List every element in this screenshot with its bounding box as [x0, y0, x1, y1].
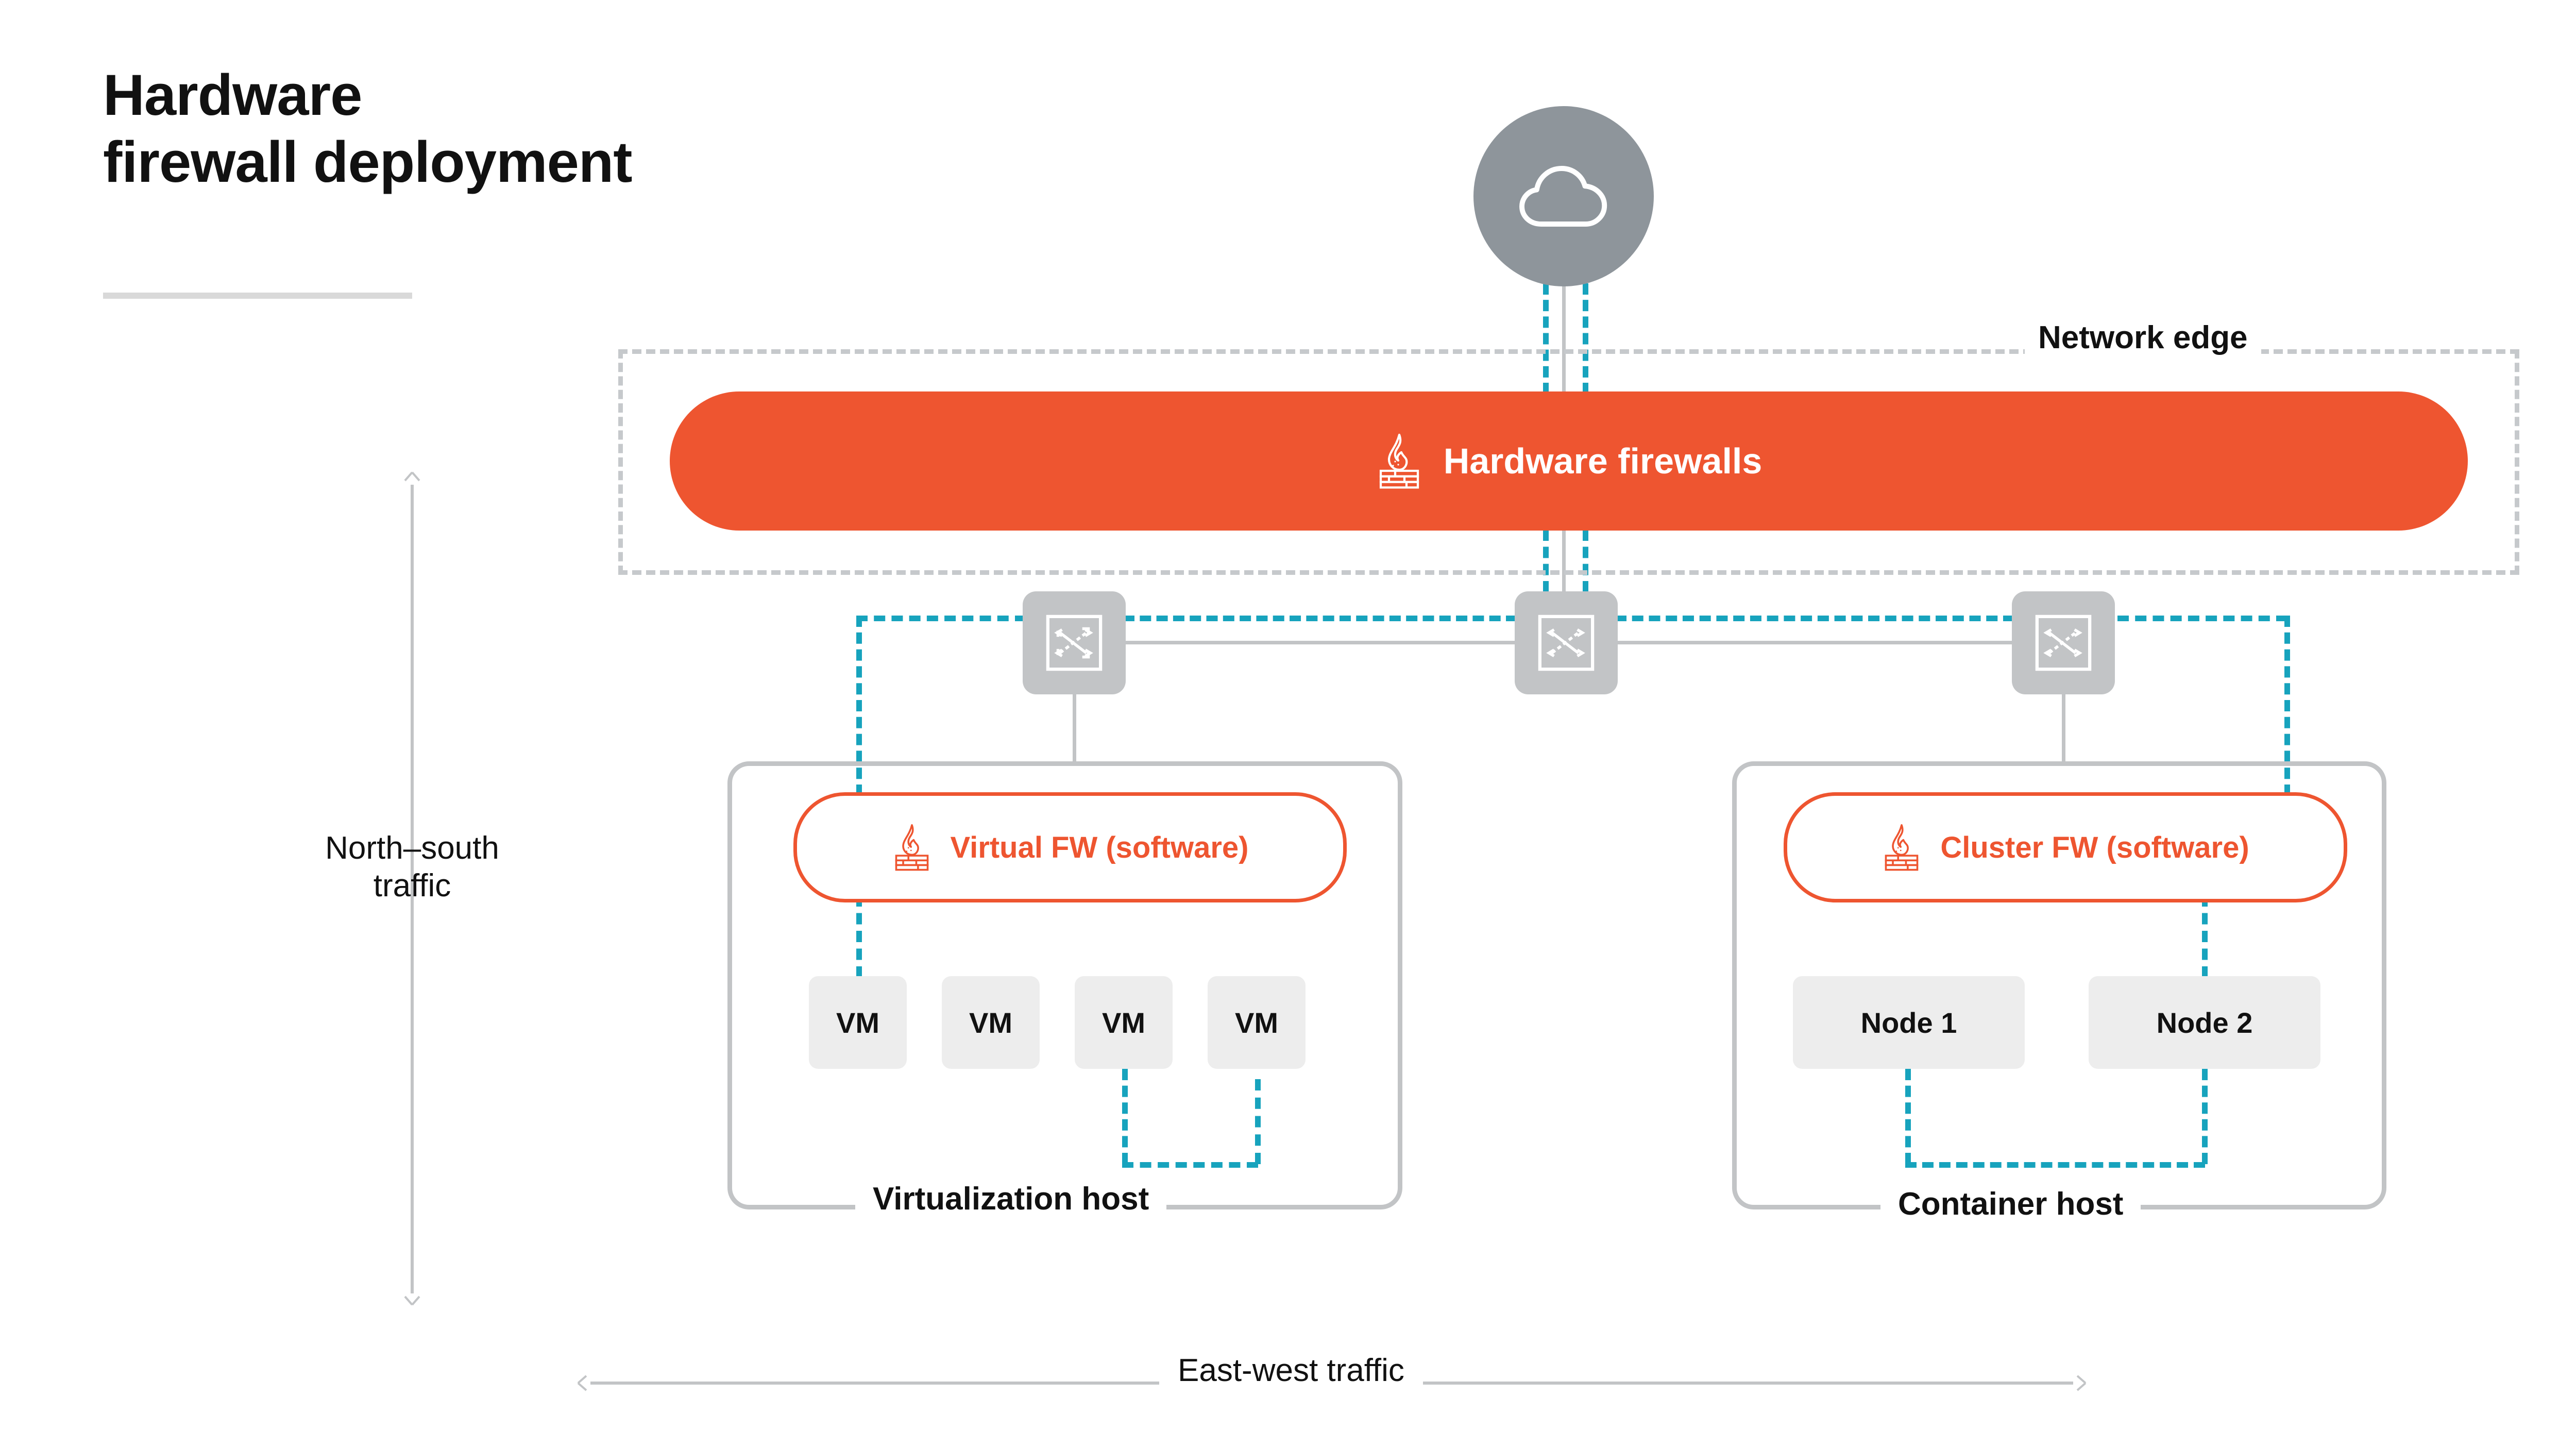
hardware-firewalls-label: Hardware firewalls [1443, 441, 1762, 481]
connector-vm4-down [1255, 1079, 1261, 1164]
ns-label-line-1: North–south [325, 830, 499, 866]
cluster-firewall-pill[interactable]: Cluster FW (software) [1784, 792, 2347, 902]
firewall-icon [1379, 433, 1419, 489]
arrow-up-icon [404, 471, 420, 482]
ns-label-line-2: traffic [373, 868, 451, 904]
connector-cluster-fw-dashed-top [2117, 616, 2287, 621]
node-box[interactable]: Node 1 [1793, 976, 2025, 1069]
firewall-icon [1885, 824, 1919, 871]
switch-right[interactable] [2012, 591, 2115, 694]
network-edge-region [618, 349, 2519, 575]
switch-middle[interactable] [1515, 591, 1618, 694]
vm-box[interactable]: VM [1208, 976, 1306, 1069]
vm-box[interactable]: VM [1075, 976, 1173, 1069]
connector-node1-down [1905, 1069, 1911, 1164]
axis-line [411, 485, 414, 1293]
east-west-traffic-label: East-west traffic [1159, 1352, 1423, 1389]
arrow-down-icon [404, 1295, 420, 1306]
connector-cloud-to-firewall-dashed-left [1543, 283, 1549, 394]
title-line-1: Hardware [103, 63, 362, 127]
connector-firewall-to-switch-dashed-left [1543, 530, 1549, 592]
connector-node1-node2-bridge [1905, 1162, 2205, 1168]
connector-cloud-to-firewall-dashed-right [1583, 283, 1588, 394]
node-box[interactable]: Node 2 [2089, 976, 2320, 1069]
connector-switch-left-to-virt-host [1073, 694, 1076, 762]
connector-vm3-vm4-bridge [1122, 1162, 1258, 1168]
connector-virt-fw-to-vm1 [856, 895, 862, 978]
firewall-icon [895, 824, 928, 871]
connector-virt-fw-dashed-top [856, 616, 1026, 621]
connector-switch-middle-to-right-dashed [1615, 616, 2014, 621]
north-south-traffic-label: North–south traffic [247, 829, 577, 905]
north-south-traffic-axis [402, 471, 422, 1306]
vm-box[interactable]: VM [942, 976, 1040, 1069]
arrow-left-icon [577, 1375, 587, 1391]
network-edge-label: Network edge [2025, 319, 2261, 356]
cloud-icon [1519, 166, 1607, 227]
cloud-node[interactable] [1473, 106, 1654, 286]
arrow-right-icon [2076, 1375, 2087, 1391]
virtualization-host-label: Virtualization host [855, 1181, 1167, 1217]
connector-switch-left-to-middle [1123, 641, 1517, 644]
connector-cluster-fw-to-node2 [2202, 895, 2208, 978]
connector-switch-middle-to-right [1615, 641, 2014, 644]
hardware-firewalls-bar[interactable]: Hardware firewalls [670, 391, 2468, 531]
connector-vm3-down [1122, 1069, 1128, 1164]
network-switch-icon [1046, 615, 1103, 671]
virtual-firewall-pill[interactable]: Virtual FW (software) [793, 792, 1347, 902]
connector-firewall-to-switch-middle [1562, 529, 1566, 594]
connector-firewall-to-switch-dashed-right [1583, 530, 1588, 592]
virtual-firewall-label: Virtual FW (software) [950, 830, 1249, 864]
connector-switch-left-to-middle-dashed [1123, 616, 1517, 621]
network-switch-icon [2035, 615, 2092, 671]
title-underline [103, 293, 412, 299]
connector-cloud-to-firewall [1562, 281, 1566, 397]
title-line-2: firewall deployment [103, 129, 633, 194]
container-host-label: Container host [1880, 1186, 2141, 1222]
page-title: Hardware firewall deployment [103, 62, 979, 196]
connector-cluster-fw-dashed-drop [2284, 616, 2290, 796]
connector-node2-down [2202, 1069, 2208, 1164]
vm-box[interactable]: VM [809, 976, 907, 1069]
network-switch-icon [1538, 615, 1595, 671]
cluster-firewall-label: Cluster FW (software) [1940, 830, 2249, 864]
connector-virt-fw-dashed-drop [856, 616, 862, 796]
switch-left[interactable] [1023, 591, 1126, 694]
connector-switch-right-to-container-host [2062, 694, 2065, 762]
